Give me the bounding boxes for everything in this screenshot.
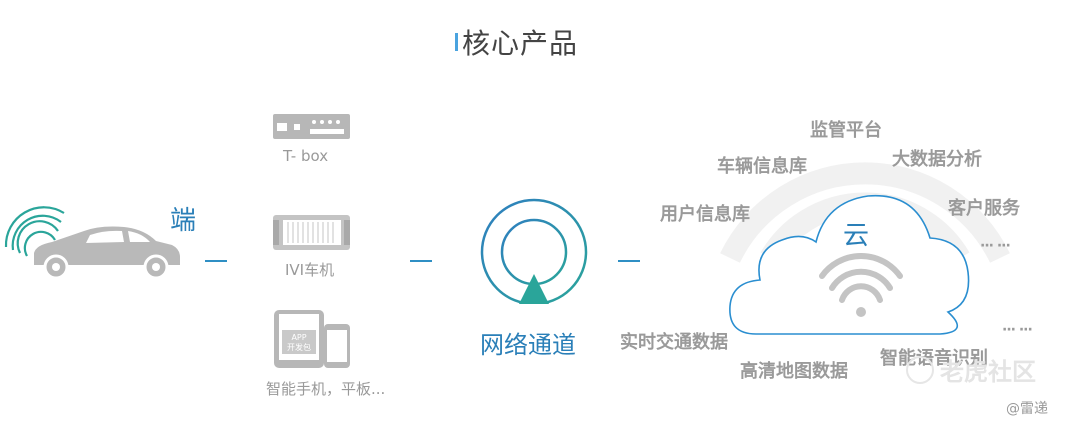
page-title: 核心产品 xyxy=(462,27,579,60)
connector-dash xyxy=(618,260,640,262)
endpoint-label: 端 xyxy=(170,206,197,236)
tbox-label: T- box xyxy=(283,147,329,165)
service-label: 车辆信息库 xyxy=(717,156,807,177)
service-label: 监管平台 xyxy=(810,120,882,141)
connector-dash xyxy=(410,260,432,262)
network-signal-icon xyxy=(480,198,588,308)
connector-dash xyxy=(205,260,227,262)
service-label: 大数据分析 xyxy=(892,149,982,170)
car-icon xyxy=(4,206,180,280)
ivi-unit-icon xyxy=(273,215,350,250)
service-label: 高清地图数据 xyxy=(740,361,848,382)
ivi-label: IVI车机 xyxy=(285,261,335,279)
ellipsis: ··· ··· xyxy=(1002,322,1033,338)
phone-tablet-icon: APP 开发包 xyxy=(272,308,352,370)
tbox-icon xyxy=(273,114,350,139)
cloud-icon xyxy=(729,194,970,335)
network-label: 网络通道 xyxy=(480,331,576,359)
service-label: 用户信息库 xyxy=(660,204,750,225)
service-label: 实时交通数据 xyxy=(620,332,728,353)
service-label: 客户服务 xyxy=(948,198,1020,219)
watermark-text: 老虎社区 xyxy=(940,358,1036,386)
watermark-logo-icon xyxy=(906,356,934,384)
app-badge-bottom: 开发包 xyxy=(287,343,311,352)
title-accent-bar xyxy=(455,33,458,51)
cloud-label: 云 xyxy=(843,221,870,251)
credit-text: @雷递 xyxy=(1006,401,1048,417)
phone-tablet-label: 智能手机，平板... xyxy=(266,380,386,398)
app-badge-top: APP xyxy=(291,333,307,342)
ellipsis: ··· ··· xyxy=(980,238,1011,254)
